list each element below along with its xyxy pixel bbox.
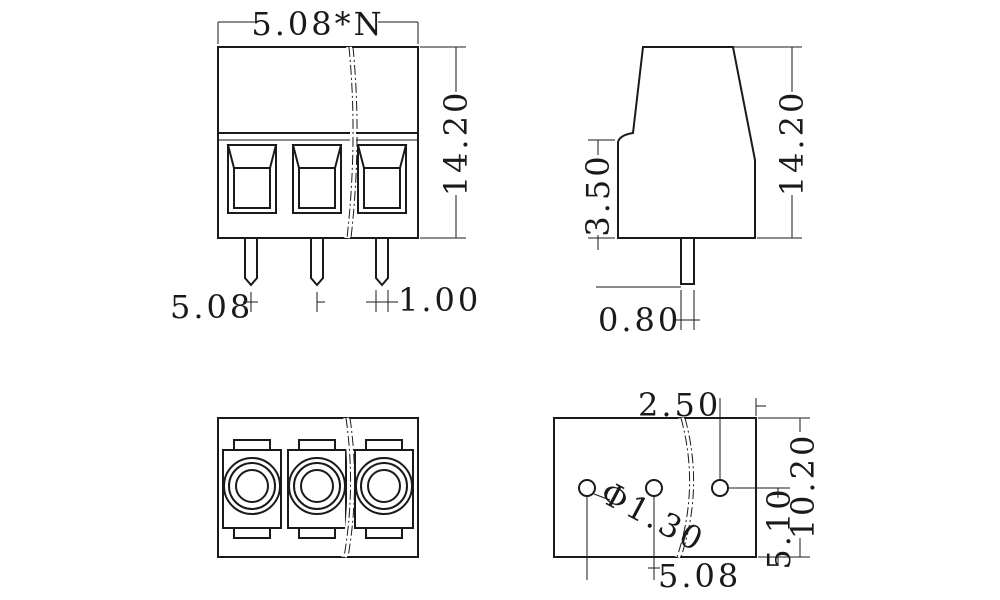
front-height-dimension: 14.20	[420, 46, 475, 239]
footprint-pitch-label: 5.08	[658, 557, 741, 595]
front-pin-2	[310, 238, 324, 287]
top-screw-2	[287, 439, 347, 539]
side-pin	[680, 237, 695, 285]
footprint-hole-dimension: Φ1.30	[593, 474, 711, 560]
footprint-offset-label: 2.50	[638, 386, 721, 424]
front-pin-3	[375, 238, 389, 287]
side-pin-label: 0.80	[598, 301, 681, 339]
front-break-line-a	[346, 46, 354, 239]
front-pitch-label: 5.08	[170, 288, 253, 326]
footprint-pitch-dimension: 5.08	[586, 496, 741, 595]
front-pin-1	[244, 238, 258, 287]
footprint-hole-3	[711, 479, 729, 497]
footprint-row-offset-dimension: 5.10	[728, 486, 798, 570]
top-screw-1	[222, 439, 282, 539]
front-body-outline	[217, 46, 419, 239]
side-step-label: 3.50	[579, 153, 617, 236]
front-wire-entry-3	[356, 144, 408, 214]
front-pin-width-label: 1.00	[398, 281, 481, 319]
front-view: 5.08*N 14.20 5.08 1.00	[170, 5, 481, 326]
front-width-label: 5.08*N	[251, 5, 384, 43]
front-pin-width-dimension: 1.00	[366, 281, 481, 319]
side-height-dimension: 14.20	[733, 46, 811, 239]
front-width-dimension: 5.08*N	[217, 5, 419, 44]
top-body-outline	[217, 417, 419, 558]
front-wire-entry-2	[291, 144, 343, 214]
footprint-offset-dimension: 2.50	[638, 386, 766, 480]
side-body-outline	[617, 46, 756, 239]
top-view	[217, 417, 419, 558]
footprint-depth-label: 10.20	[784, 433, 822, 540]
footprint-row-offset-label: 5.10	[760, 486, 798, 569]
footprint-view: 2.50 Φ1.30 5.08 10.20 5.10	[553, 386, 822, 595]
footprint-hole-1	[578, 479, 596, 497]
front-height-label: 14.20	[437, 90, 475, 197]
footprint-depth-dimension: 10.20	[758, 417, 822, 558]
footprint-hole-label: Φ1.30	[594, 474, 711, 560]
side-height-label: 14.20	[773, 90, 811, 197]
front-break-line-b	[350, 46, 358, 239]
top-screw-3	[354, 439, 414, 539]
side-pin-dimension: 0.80	[596, 286, 700, 339]
side-step-dimension: 3.50	[579, 139, 617, 250]
front-wire-entry-1	[226, 144, 278, 214]
side-view: 14.20 3.50 0.80	[579, 46, 811, 339]
front-pitch-dimension: 5.08	[170, 288, 325, 326]
